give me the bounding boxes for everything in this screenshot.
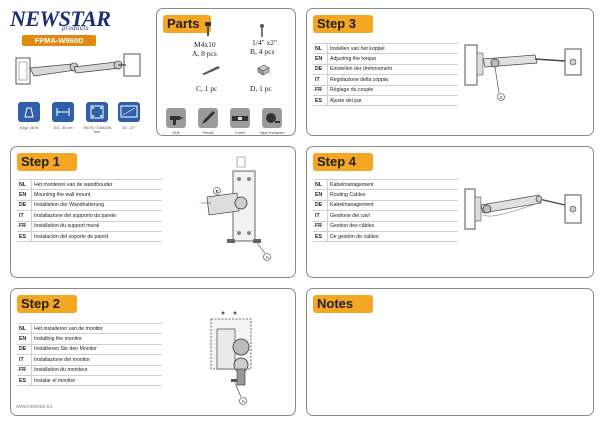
notes-panel: Notes (306, 288, 594, 416)
part-b-qty: B, 4 pcs (250, 47, 275, 56)
part-b-size: 1/4" x2" (252, 38, 278, 47)
model-number: FPMA-W960D (22, 35, 96, 46)
step1-illustration: B A (201, 156, 271, 261)
part-d-qty: D, 1 pc (250, 84, 272, 93)
spec-label-weight: 8 kg / 18 lb (19, 126, 39, 130)
screen-size-icon (118, 102, 140, 122)
step2-title: Step 2 (17, 295, 77, 313)
level-icon (230, 108, 250, 128)
tape-measure-icon (262, 108, 282, 128)
step3-illustration: C (464, 44, 582, 101)
callout-c: C (500, 95, 504, 100)
callout-a2: A (242, 399, 245, 404)
step4-title: Step 4 (313, 153, 373, 171)
weight-icon (18, 102, 40, 122)
part-a-size: M4x10 (194, 40, 216, 49)
drill-icon (166, 108, 186, 128)
pencil-icon (198, 108, 218, 128)
part-a-qty: A, 8 pcs (192, 49, 217, 58)
brand-name: NEWSTAR (10, 6, 111, 31)
tool-label-drill: Drill (172, 130, 180, 135)
callout-a: A (266, 255, 269, 260)
notes-title: Notes (313, 295, 373, 313)
arm-length-icon (52, 102, 74, 122)
spec-label-screen: 10 - 27" (122, 126, 136, 130)
tool-label-tape: Tape measure (259, 130, 285, 135)
screw-b-icon (260, 24, 264, 37)
step1-title: Step 1 (17, 153, 77, 171)
tool-label-pencil: Pencil (202, 130, 214, 135)
product-illustration (15, 53, 141, 85)
tool-label-level: Level (235, 130, 245, 135)
footer-url: www.newstar.eu (16, 404, 53, 410)
step2-illustration: A (210, 311, 252, 405)
part-c-qty: C, 1 pc (196, 84, 218, 93)
spec-label-arm: 8.5 - 40 cm (53, 126, 73, 130)
hex-key-icon (202, 66, 220, 75)
step3-title: Step 3 (313, 15, 373, 33)
spec-label-vesa: 75x75 / 100x100 mm (82, 126, 112, 134)
parts-title: Parts (163, 15, 211, 33)
step4-illustration (464, 188, 582, 230)
callout-b: B (216, 189, 219, 194)
screw-a-icon (205, 22, 211, 36)
brand-sub: products (62, 26, 90, 32)
vesa-icon (86, 102, 108, 122)
spacer-icon (257, 64, 270, 76)
